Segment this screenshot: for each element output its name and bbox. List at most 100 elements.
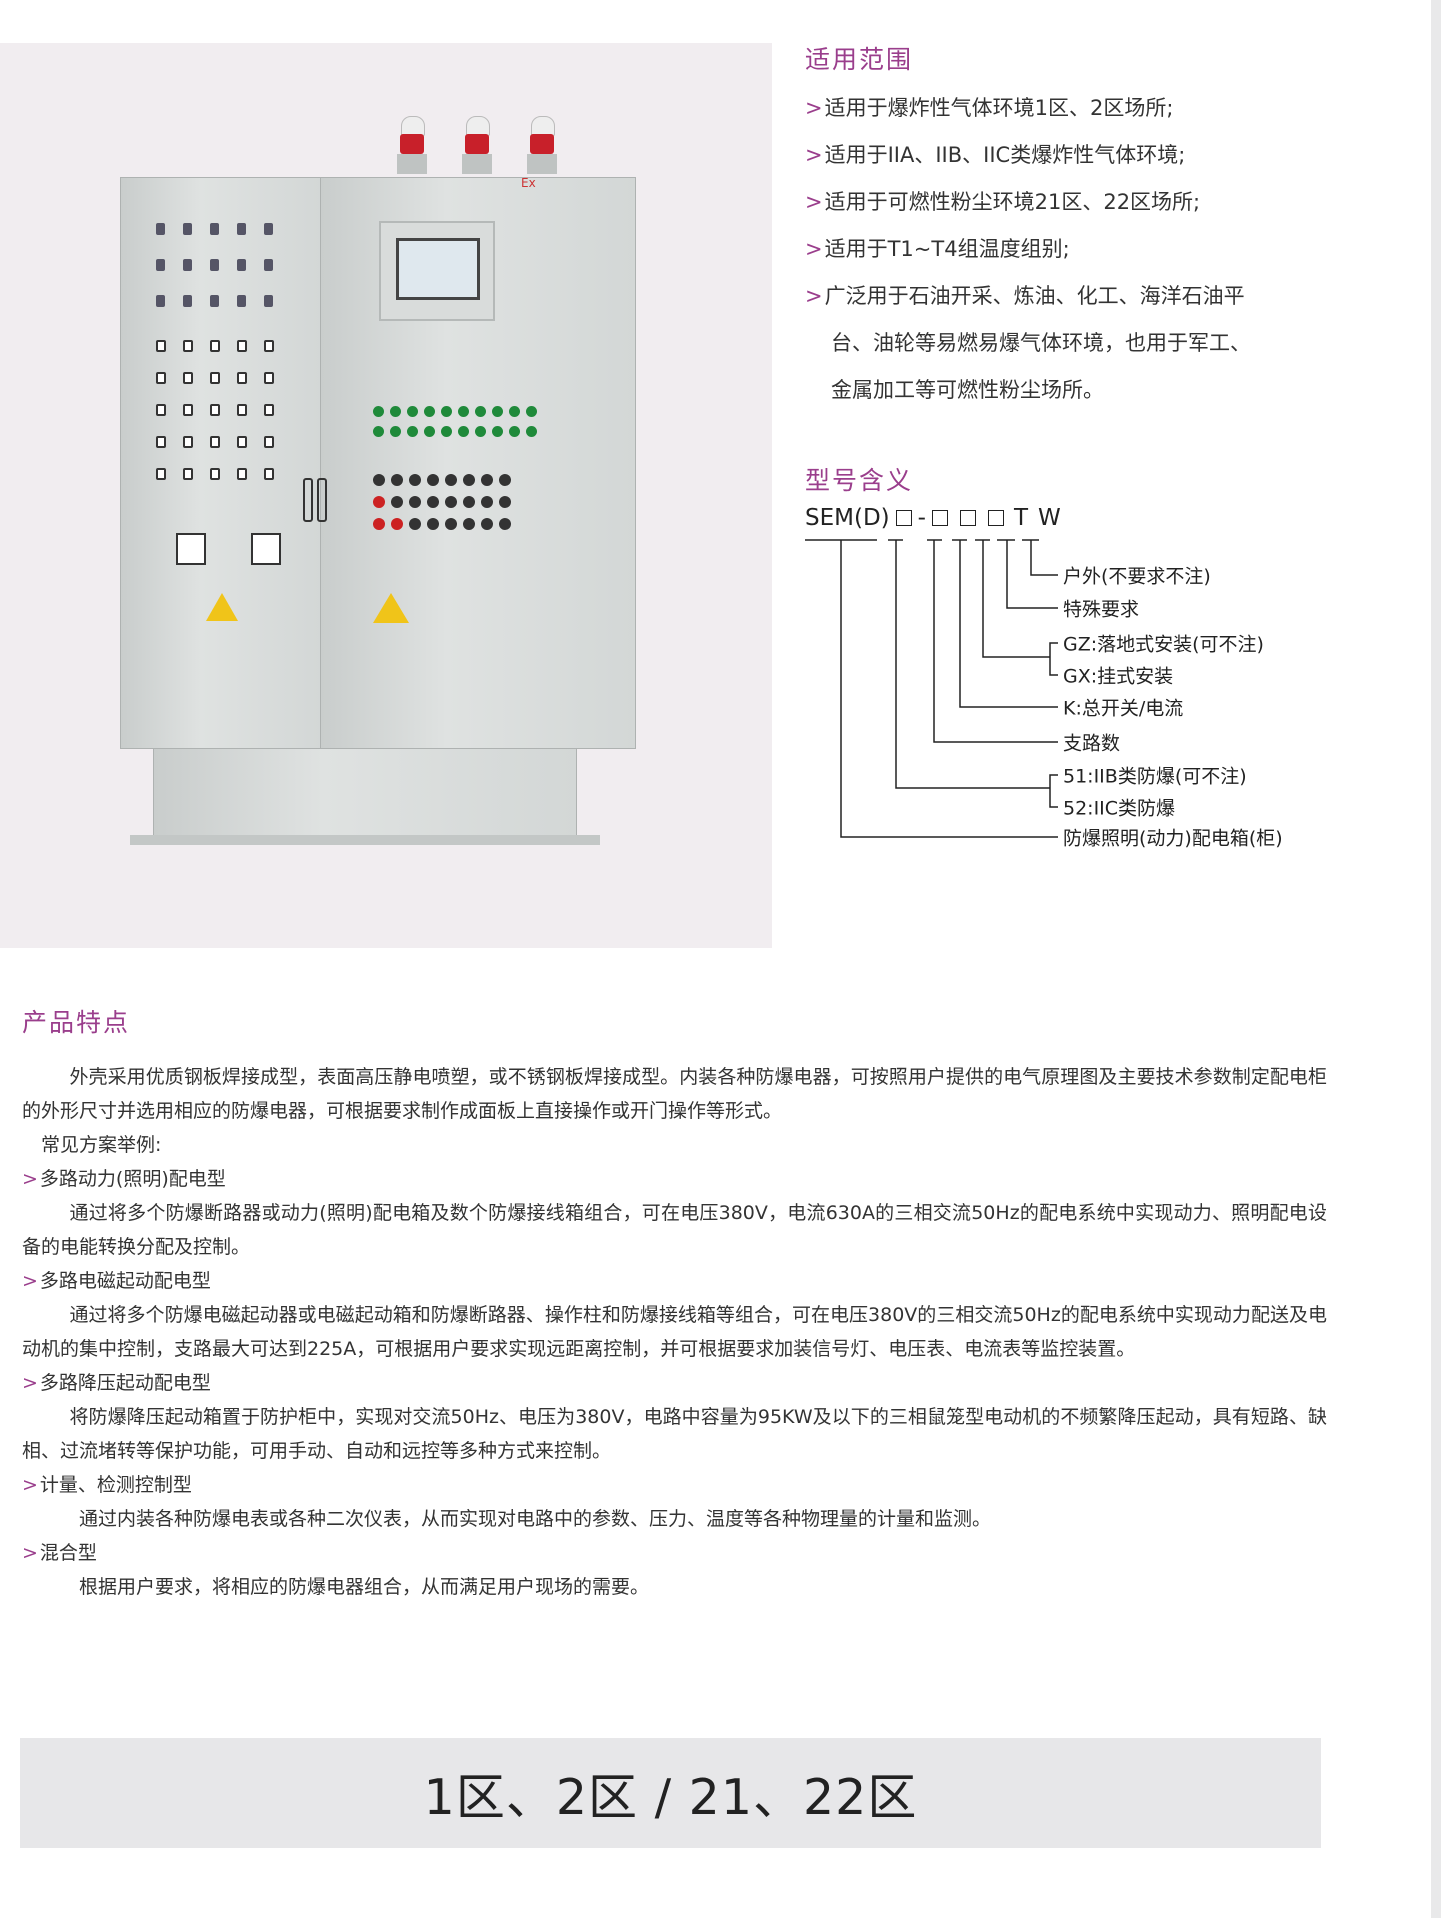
code-box (959, 510, 976, 526)
control-button (445, 518, 457, 530)
switch-indicator (237, 468, 247, 480)
green-button (441, 426, 452, 437)
model-label: 特殊要求 (1063, 598, 1140, 621)
green-button (407, 426, 418, 437)
control-button (409, 518, 421, 530)
arrow-marker-icon: > (22, 1168, 38, 1190)
switch-indicator (183, 404, 193, 416)
meter-indicator (210, 295, 219, 307)
feature-type-name: 多路电磁起动配电型 (39, 1270, 211, 1292)
switch-indicator (210, 468, 220, 480)
code-w: W (1038, 505, 1061, 531)
switch-indicator (156, 340, 166, 352)
cabinet-foot (130, 835, 600, 845)
scope-item-text: 金属加工等可燃性粉尘场所。 (831, 378, 1104, 402)
code-t: T (1013, 505, 1029, 531)
control-button (391, 474, 403, 486)
feature-type-desc: 根据用户要求，将相应的防爆电器组合，从而满足用户现场的需要。 (79, 1576, 650, 1598)
switch-indicator (264, 436, 274, 448)
control-button (445, 496, 457, 508)
meter-indicator (156, 223, 165, 235)
switch-indicator (183, 468, 193, 480)
control-button (427, 518, 439, 530)
feature-type: >多路动力(照明)配电型 (22, 1162, 1327, 1196)
product-photo: Ex (0, 43, 772, 948)
control-button (427, 474, 439, 486)
meter-indicator (183, 259, 192, 271)
feature-type-desc: 通过将多个防爆断路器或动力(照明)配电箱及数个防爆接线箱组合，可在电压380V，… (22, 1202, 1327, 1258)
warning-lamp (527, 116, 557, 174)
hmi-screen (396, 238, 480, 300)
scope-item: >适用于可燃性粉尘环境21区、22区场所; (805, 186, 1200, 216)
switch-indicator (237, 340, 247, 352)
arrow-marker-icon: > (22, 1270, 38, 1292)
arrow-marker-icon: > (805, 190, 823, 214)
control-button (373, 474, 385, 486)
meter-indicator (264, 295, 273, 307)
page-edge-bar (1431, 0, 1441, 1918)
feature-type-desc: 将防爆降压起动箱置于防护柜中，实现对交流50Hz、电压为380V，电路中容量为9… (22, 1406, 1327, 1462)
feature-type-name: 混合型 (39, 1542, 97, 1564)
scope-item-text: 适用于爆炸性气体环境1区、2区场所; (824, 96, 1174, 120)
model-label: 支路数 (1063, 732, 1121, 755)
switch-indicator (183, 340, 193, 352)
arrow-marker-icon: > (22, 1474, 38, 1496)
scope-title: 适用范围 (805, 45, 914, 74)
scope-item: >适用于爆炸性气体环境1区、2区场所; (805, 92, 1173, 122)
hmi-frame (379, 221, 495, 321)
switch-indicator (156, 372, 166, 384)
feature-type-desc: 通过内装各种防爆电表或各种二次仪表，从而实现对电路中的参数、压力、温度等各种物理… (79, 1508, 992, 1530)
code-box (987, 510, 1004, 526)
green-button (458, 426, 469, 437)
feature-type: >混合型 (22, 1536, 1327, 1570)
features-body: 外壳采用优质钢板焊接成型，表面高压静电喷塑，或不锈钢板焊接成型。内装各种防爆电器… (22, 1060, 1327, 1604)
model-label: 防爆照明(动力)配电箱(柜) (1063, 827, 1283, 850)
switch-indicator (156, 404, 166, 416)
control-button (499, 518, 511, 530)
arrow-marker-icon: > (805, 143, 823, 167)
feature-type: >多路降压起动配电型 (22, 1366, 1327, 1400)
cabinet-right-door: Ex (303, 176, 636, 749)
control-button (481, 474, 493, 486)
model-prefix: SEM(D) (805, 505, 890, 531)
green-button (458, 406, 469, 417)
control-button (463, 474, 475, 486)
control-button (391, 496, 403, 508)
feature-type-name: 多路动力(照明)配电型 (39, 1168, 226, 1190)
meter-indicator (237, 259, 246, 271)
scope-item: >广泛用于石油开采、炼油、化工、海洋石油平 (805, 280, 1245, 310)
scope-item-text: 台、油轮等易燃易爆气体环境，也用于军工、 (831, 331, 1251, 355)
arrow-marker-icon: > (22, 1542, 38, 1564)
meter-indicator (156, 259, 165, 271)
scope-item: >适用于T1~T4组温度组别; (805, 233, 1070, 263)
rotary-switch (251, 533, 281, 565)
green-button (526, 406, 537, 417)
ex-mark: Ex (521, 176, 536, 190)
code-box (931, 510, 948, 526)
meter-indicator (183, 295, 192, 307)
meter-indicator (210, 223, 219, 235)
warning-icon (206, 593, 238, 621)
switch-indicator (183, 372, 193, 384)
code-box (895, 510, 912, 526)
switch-indicator (264, 340, 274, 352)
switch-indicator (156, 468, 166, 480)
switch-indicator (264, 372, 274, 384)
green-button (390, 426, 401, 437)
meter-indicator (237, 223, 246, 235)
green-button (509, 426, 520, 437)
control-button (499, 496, 511, 508)
meter-indicator (264, 223, 273, 235)
features-intro: 外壳采用优质钢板焊接成型，表面高压静电喷塑，或不锈钢板焊接成型。内装各种防爆电器… (22, 1066, 1327, 1122)
warning-lamp (462, 116, 492, 174)
examples-label: 常见方案举例: (41, 1134, 162, 1156)
door-handle (303, 478, 313, 522)
control-button (427, 496, 439, 508)
meter-indicator (183, 223, 192, 235)
model-diagram-lines (805, 539, 1058, 838)
control-button (499, 474, 511, 486)
warning-icon (373, 593, 409, 623)
zone-banner-text: 1区、2区 / 21、22区 (423, 1768, 918, 1826)
feature-type-desc: 通过将多个防爆电磁起动器或电磁起动箱和防爆断路器、操作柱和防爆接线箱等组合，可在… (22, 1304, 1327, 1360)
switch-indicator (210, 372, 220, 384)
